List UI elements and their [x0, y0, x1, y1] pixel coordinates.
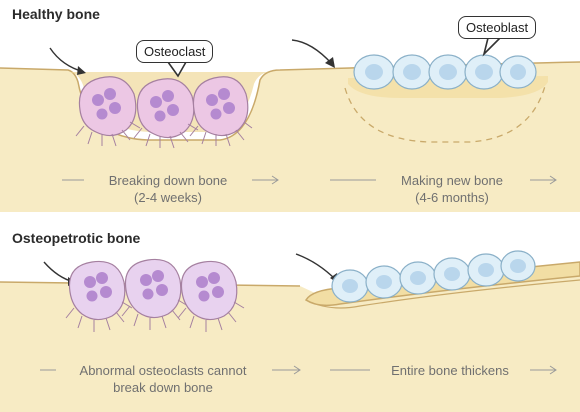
arrow-to-lower-osteoblasts [295, 253, 337, 281]
lower-osteoblast-5 [467, 253, 505, 287]
osteoclast-callout-pointer [167, 61, 187, 78]
osteoblast-callout: Osteoblast [458, 16, 537, 39]
lower-osteoblast-4 [433, 257, 471, 291]
arrow-to-osteoblasts-head [325, 57, 335, 68]
healthy-bone-title: Healthy bone [12, 6, 100, 22]
top-right-arrow [530, 175, 557, 185]
osteoblast-1 [353, 54, 395, 90]
breaking-down-line2: (2-4 weeks) [134, 190, 202, 205]
osteoclast-1 [75, 76, 141, 147]
abnormal-osteoclast-1 [65, 260, 133, 332]
top-left-arrow [252, 175, 279, 185]
healthy-bone-body [0, 62, 580, 212]
lower-osteoblast-6 [500, 250, 536, 282]
breaking-down-caption: Breaking down bone (2-4 weeks) [86, 172, 250, 206]
bone-thickens-line1: Entire bone thickens [391, 363, 509, 378]
osteoblast-3 [428, 54, 468, 90]
breaking-down-line1: Breaking down bone [108, 173, 228, 188]
abnormal-osteoclasts-line2: break down bone [113, 380, 213, 395]
bottom-right-arrow [530, 365, 557, 375]
osteoblast-callout-pointer [482, 37, 501, 57]
arrow-to-osteoclasts-head [77, 66, 86, 75]
lower-osteoblast-3 [399, 261, 437, 295]
osteoclast-2 [133, 78, 199, 149]
osteoblast-2 [392, 54, 432, 90]
making-new-bone-line2: (4-6 months) [415, 190, 489, 205]
abnormal-osteoclasts-line1: Abnormal osteoclasts cannot [79, 363, 247, 378]
panel-divider [0, 212, 580, 226]
abnormal-osteoclasts-caption: Abnormal osteoclasts cannot break down b… [56, 362, 270, 396]
lower-osteoblast-1 [331, 269, 369, 303]
abnormal-osteoclast-2 [121, 258, 189, 330]
abnormal-osteoclast-3 [177, 260, 245, 332]
thickened-bone-underside [305, 279, 580, 309]
bone-thickens-caption: Entire bone thickens [372, 362, 528, 379]
making-new-bone-caption: Making new bone (4-6 months) [376, 172, 528, 206]
osteoclast-3 [189, 76, 253, 147]
making-new-bone-line1: Making new bone [401, 173, 503, 188]
bottom-left-arrow [272, 365, 301, 375]
lower-osteoblast-2 [365, 265, 403, 299]
osteopetrotic-bone-title: Osteopetrotic bone [12, 230, 141, 246]
osteoclast-callout: Osteoclast [136, 40, 214, 63]
osteoblast-5 [499, 55, 537, 89]
osteoblast-4 [464, 54, 504, 90]
